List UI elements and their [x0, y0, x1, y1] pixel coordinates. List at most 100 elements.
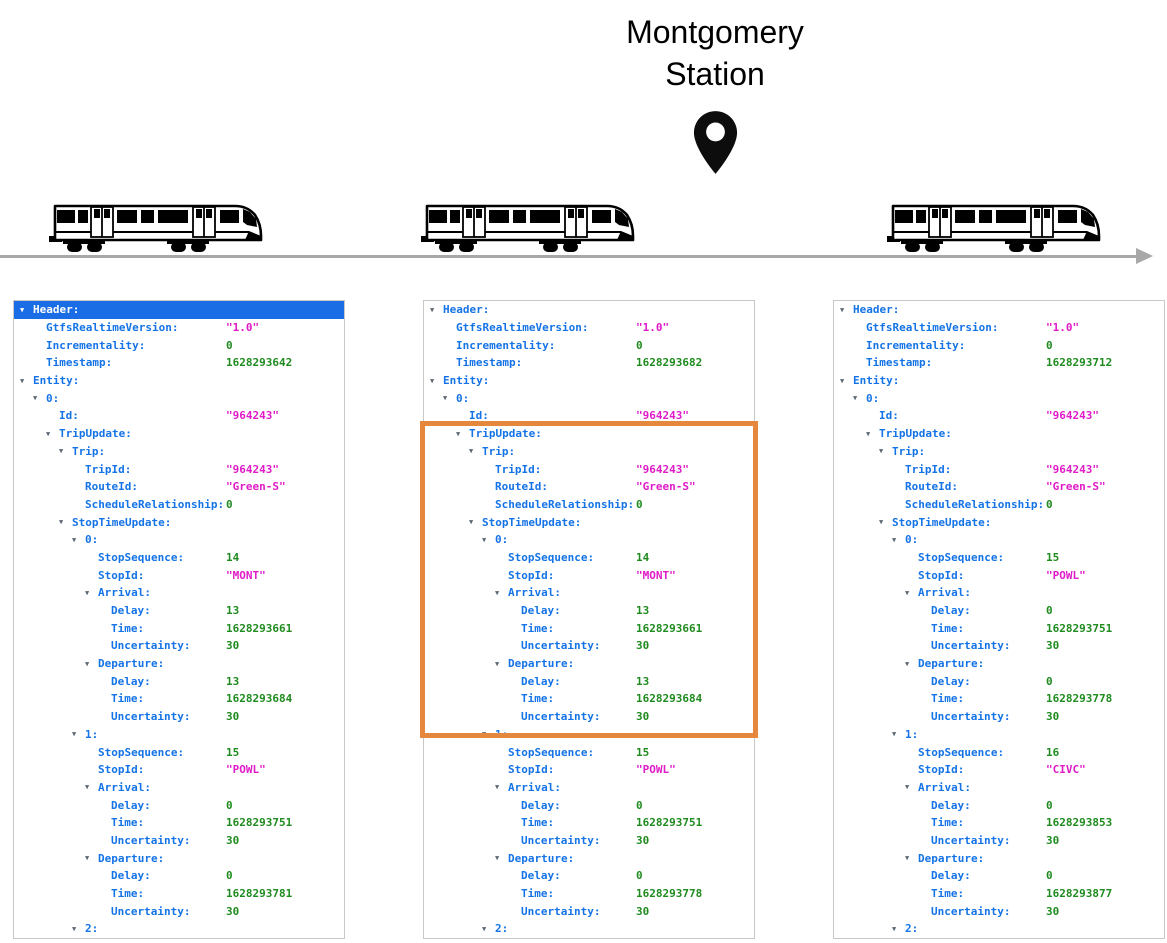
tree-row[interactable]: Delay:13 [424, 602, 754, 620]
tree-row[interactable]: ▼0: [14, 531, 344, 549]
tree-row[interactable]: Delay:0 [834, 867, 1164, 885]
tree-row[interactable]: Time:1628293684 [424, 690, 754, 708]
disclosure-triangle-icon[interactable]: ▼ [456, 429, 461, 438]
disclosure-triangle-icon[interactable]: ▼ [469, 447, 474, 456]
tree-row[interactable]: Time:1628293751 [834, 619, 1164, 637]
tree-row[interactable]: Delay:0 [424, 867, 754, 885]
tree-row[interactable]: ▼0: [834, 389, 1164, 407]
tree-row[interactable]: Delay:0 [834, 602, 1164, 620]
disclosure-triangle-icon[interactable]: ▼ [840, 376, 845, 385]
tree-row[interactable]: Timestamp:1628293642 [14, 354, 344, 372]
tree-row[interactable]: Time:1628293751 [14, 814, 344, 832]
disclosure-triangle-icon[interactable]: ▼ [33, 394, 38, 403]
tree-row[interactable]: GtfsRealtimeVersion:"1.0" [834, 319, 1164, 337]
tree-row[interactable]: Uncertainty:30 [834, 708, 1164, 726]
tree-row[interactable]: Delay:13 [424, 672, 754, 690]
tree-row[interactable]: StopId:"POWL" [834, 566, 1164, 584]
tree-row[interactable]: ▼0: [14, 389, 344, 407]
disclosure-triangle-icon[interactable]: ▼ [85, 588, 90, 597]
tree-row[interactable]: ▼StopTimeUpdate: [834, 513, 1164, 531]
disclosure-triangle-icon[interactable]: ▼ [495, 588, 500, 597]
tree-row[interactable]: ▼Entity: [14, 372, 344, 390]
disclosure-triangle-icon[interactable]: ▼ [72, 730, 77, 739]
tree-row[interactable]: Time:1628293781 [14, 885, 344, 903]
disclosure-triangle-icon[interactable]: ▼ [59, 518, 64, 527]
tree-row[interactable]: ▼Departure: [14, 655, 344, 673]
tree-row[interactable]: ▼Arrival: [834, 584, 1164, 602]
disclosure-triangle-icon[interactable]: ▼ [866, 429, 871, 438]
tree-row[interactable]: Uncertainty:30 [14, 902, 344, 920]
tree-row[interactable]: StopSequence:15 [424, 743, 754, 761]
tree-row[interactable]: StopSequence:15 [14, 743, 344, 761]
disclosure-triangle-icon[interactable]: ▼ [840, 305, 845, 314]
tree-row[interactable]: ▼Arrival: [14, 584, 344, 602]
tree-row[interactable]: Incrementality:0 [834, 336, 1164, 354]
tree-row[interactable]: ▼Departure: [424, 655, 754, 673]
tree-row[interactable]: Time:1628293778 [424, 885, 754, 903]
tree-row[interactable]: ▼Header: [14, 301, 344, 319]
tree-row[interactable]: Uncertainty:30 [14, 637, 344, 655]
tree-row[interactable]: ▼2: [834, 920, 1164, 938]
tree-row[interactable]: Id:"964243" [14, 407, 344, 425]
disclosure-triangle-icon[interactable]: ▼ [853, 394, 858, 403]
tree-row[interactable]: ▼1: [14, 726, 344, 744]
disclosure-triangle-icon[interactable]: ▼ [85, 854, 90, 863]
tree-row[interactable]: ▼Arrival: [424, 779, 754, 797]
tree-row[interactable]: ▼1: [834, 726, 1164, 744]
tree-row[interactable]: GtfsRealtimeVersion:"1.0" [14, 319, 344, 337]
tree-row[interactable]: Timestamp:1628293712 [834, 354, 1164, 372]
tree-row[interactable]: Time:1628293684 [14, 690, 344, 708]
tree-row[interactable]: ▼0: [834, 531, 1164, 549]
tree-row[interactable]: RouteId:"Green-S" [14, 478, 344, 496]
disclosure-triangle-icon[interactable]: ▼ [879, 518, 884, 527]
disclosure-triangle-icon[interactable]: ▼ [482, 924, 487, 933]
tree-row[interactable]: Uncertainty:30 [834, 637, 1164, 655]
tree-row[interactable]: TripId:"964243" [424, 460, 754, 478]
tree-row[interactable]: Uncertainty:30 [424, 708, 754, 726]
disclosure-triangle-icon[interactable]: ▼ [495, 854, 500, 863]
disclosure-triangle-icon[interactable]: ▼ [20, 305, 25, 314]
tree-row[interactable]: Delay:13 [14, 602, 344, 620]
tree-row[interactable]: Time:1628293877 [834, 885, 1164, 903]
tree-row[interactable]: ▼Departure: [424, 849, 754, 867]
tree-row[interactable]: ▼1: [424, 726, 754, 744]
tree-row[interactable]: RouteId:"Green-S" [834, 478, 1164, 496]
tree-row[interactable]: ▼2: [424, 920, 754, 938]
tree-row[interactable]: ScheduleRelationship:0 [834, 496, 1164, 514]
tree-row[interactable]: ▼Arrival: [834, 779, 1164, 797]
tree-row[interactable]: ▼TripUpdate: [424, 425, 754, 443]
disclosure-triangle-icon[interactable]: ▼ [495, 783, 500, 792]
tree-row[interactable]: ScheduleRelationship:0 [14, 496, 344, 514]
tree-row[interactable]: StopId:"MONT" [14, 566, 344, 584]
tree-row[interactable]: ▼Departure: [14, 849, 344, 867]
tree-row[interactable]: StopSequence:15 [834, 549, 1164, 567]
disclosure-triangle-icon[interactable]: ▼ [85, 659, 90, 668]
tree-row[interactable]: Uncertainty:30 [834, 902, 1164, 920]
disclosure-triangle-icon[interactable]: ▼ [495, 659, 500, 668]
tree-row[interactable]: ▼Arrival: [14, 779, 344, 797]
disclosure-triangle-icon[interactable]: ▼ [430, 305, 435, 314]
tree-row[interactable]: StopId:"POWL" [14, 761, 344, 779]
tree-row[interactable]: ▼0: [424, 531, 754, 549]
disclosure-triangle-icon[interactable]: ▼ [879, 447, 884, 456]
tree-row[interactable]: StopId:"CIVC" [834, 761, 1164, 779]
tree-row[interactable]: ▼Trip: [834, 443, 1164, 461]
tree-row[interactable]: ▼Departure: [834, 849, 1164, 867]
tree-row[interactable]: Uncertainty:30 [424, 637, 754, 655]
disclosure-triangle-icon[interactable]: ▼ [905, 588, 910, 597]
tree-row[interactable]: Delay:0 [14, 867, 344, 885]
disclosure-triangle-icon[interactable]: ▼ [892, 730, 897, 739]
tree-row[interactable]: ▼StopTimeUpdate: [14, 513, 344, 531]
tree-row[interactable]: StopSequence:14 [424, 549, 754, 567]
tree-row[interactable]: ▼2: [14, 920, 344, 938]
disclosure-triangle-icon[interactable]: ▼ [72, 924, 77, 933]
disclosure-triangle-icon[interactable]: ▼ [469, 518, 474, 527]
tree-row[interactable]: RouteId:"Green-S" [424, 478, 754, 496]
tree-row[interactable]: Uncertainty:30 [424, 902, 754, 920]
tree-row[interactable]: ▼0: [424, 389, 754, 407]
tree-row[interactable]: ▼Header: [424, 301, 754, 319]
tree-row[interactable]: ▼Entity: [834, 372, 1164, 390]
tree-row[interactable]: Delay:0 [834, 796, 1164, 814]
tree-row[interactable]: GtfsRealtimeVersion:"1.0" [424, 319, 754, 337]
tree-row[interactable]: Delay:0 [14, 796, 344, 814]
